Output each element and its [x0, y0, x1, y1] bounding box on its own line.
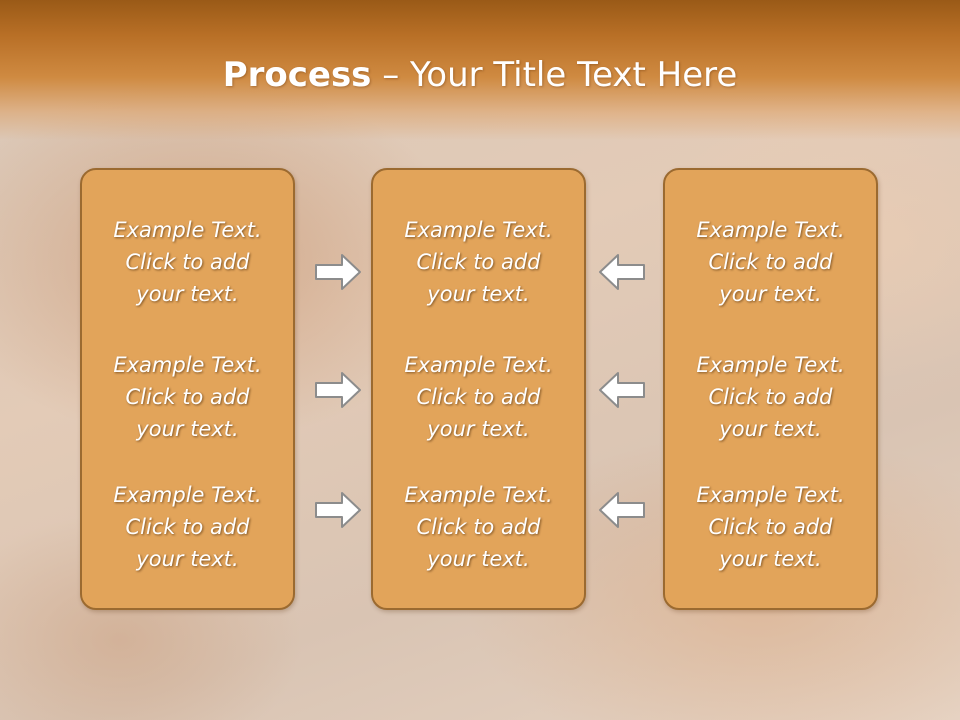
text-line: Example Text. — [113, 353, 262, 377]
arrow-right-icon[interactable] — [314, 490, 362, 530]
text-line: Click to add — [708, 385, 833, 409]
text-line: Click to add — [125, 385, 250, 409]
text-placeholder[interactable]: Example Text. Click to add your text. — [373, 349, 584, 445]
text-line: your text. — [427, 547, 530, 571]
text-line: your text. — [427, 282, 530, 306]
arrow-left-icon[interactable] — [598, 370, 646, 410]
process-box-right[interactable]: Example Text. Click to add your text. Ex… — [663, 168, 878, 610]
text-line: Click to add — [708, 250, 833, 274]
text-line: Example Text. — [113, 483, 262, 507]
text-line: your text. — [427, 417, 530, 441]
text-line: Example Text. — [404, 483, 553, 507]
text-line: Example Text. — [404, 353, 553, 377]
arrow-right-icon[interactable] — [314, 252, 362, 292]
text-line: your text. — [719, 282, 822, 306]
text-line: Example Text. — [696, 353, 845, 377]
text-placeholder[interactable]: Example Text. Click to add your text. — [665, 349, 876, 445]
text-placeholder[interactable]: Example Text. Click to add your text. — [82, 349, 293, 445]
text-placeholder[interactable]: Example Text. Click to add your text. — [373, 479, 584, 575]
process-box-left[interactable]: Example Text. Click to add your text. Ex… — [80, 168, 295, 610]
text-line: Example Text. — [404, 218, 553, 242]
text-placeholder[interactable]: Example Text. Click to add your text. — [665, 479, 876, 575]
text-line: Click to add — [416, 515, 541, 539]
title-rest: – Your Title Text Here — [371, 55, 738, 95]
title-bold: Process — [222, 55, 372, 95]
text-placeholder[interactable]: Example Text. Click to add your text. — [82, 479, 293, 575]
text-line: Click to add — [416, 385, 541, 409]
title-banner — [0, 0, 960, 140]
arrow-right-icon[interactable] — [314, 370, 362, 410]
text-line: your text. — [136, 547, 239, 571]
text-line: your text. — [136, 417, 239, 441]
text-placeholder[interactable]: Example Text. Click to add your text. — [665, 214, 876, 310]
text-placeholder[interactable]: Example Text. Click to add your text. — [373, 214, 584, 310]
text-line: your text. — [719, 417, 822, 441]
text-line: Click to add — [416, 250, 541, 274]
text-line: Example Text. — [696, 218, 845, 242]
text-line: your text. — [719, 547, 822, 571]
text-line: Click to add — [125, 515, 250, 539]
text-line: Example Text. — [696, 483, 845, 507]
text-line: Click to add — [708, 515, 833, 539]
text-line: your text. — [136, 282, 239, 306]
arrow-left-icon[interactable] — [598, 490, 646, 530]
text-placeholder[interactable]: Example Text. Click to add your text. — [82, 214, 293, 310]
text-line: Click to add — [125, 250, 250, 274]
process-box-center[interactable]: Example Text. Click to add your text. Ex… — [371, 168, 586, 610]
slide-title[interactable]: Process – Your Title Text Here — [0, 52, 960, 98]
text-line: Example Text. — [113, 218, 262, 242]
arrow-left-icon[interactable] — [598, 252, 646, 292]
